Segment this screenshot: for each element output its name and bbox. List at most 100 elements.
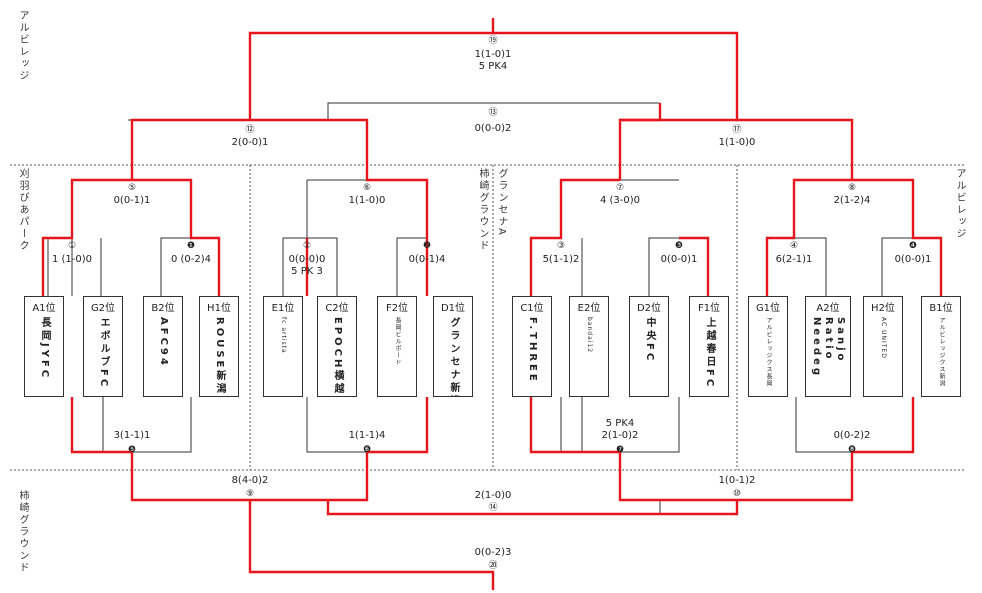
match-number: ④: [789, 241, 799, 251]
team-box: D2位中央FC: [629, 296, 669, 397]
team-box: A1位長岡JYFC: [24, 296, 64, 397]
venue-label-center-left: 柿崎グラウンド: [477, 168, 488, 252]
team-name: エボルブFC: [98, 317, 109, 390]
team-name: bandai12: [586, 317, 593, 354]
match-score: 1(0-1)2: [718, 475, 756, 486]
match-number: ⑤: [127, 183, 137, 193]
team-box: F1位上越春日FC: [689, 296, 729, 397]
match-score: 5(1-1)2: [542, 254, 580, 265]
team-seed: B2位: [151, 303, 175, 314]
team-name: F.THREE: [527, 317, 538, 384]
team-seed: C2位: [325, 303, 349, 314]
match-score: 0(0-2)2: [833, 430, 871, 441]
match-number: ⑩: [732, 489, 742, 499]
match-score: 0(0-1)4: [408, 254, 446, 265]
match-score: 0(0-0)0: [288, 254, 326, 265]
match-score: 8(4-0)2: [231, 475, 269, 486]
match-number: ①: [67, 241, 77, 251]
team-seed: G2位: [90, 303, 116, 314]
match-score: 6(2-1)1: [775, 254, 813, 265]
match-score: 2(1-0)0: [474, 490, 512, 501]
match-number: ⑳: [488, 561, 498, 571]
match-number: ⑦: [615, 183, 625, 193]
team-box: B1位アルビレッジクス新潟: [921, 296, 961, 397]
match-number: ⑧: [847, 183, 857, 193]
venue-label-right-mid: アルビレッジ: [954, 168, 965, 240]
upper-red-lines: [41, 18, 943, 296]
team-seed: G1位: [755, 303, 781, 314]
match-score: 2(1-2)4: [833, 195, 871, 206]
team-seed: H2位: [871, 303, 895, 314]
team-name: AC UNITED: [880, 317, 887, 359]
team-seed: E2位: [577, 303, 601, 314]
match-score: 2(0-0)1: [231, 137, 269, 148]
match-score: 0(0-1)1: [113, 195, 151, 206]
venue-label-top-left: アルビレッジ: [17, 10, 28, 82]
match-number: ⑲: [488, 36, 498, 46]
team-seed: D2位: [636, 303, 662, 314]
team-seed: C1位: [520, 303, 544, 314]
match-number: ❻: [362, 445, 372, 455]
team-name: EPOCH横越: [332, 317, 343, 397]
pk-score: 5 PK4: [478, 61, 508, 72]
match-number: ❸: [674, 241, 684, 251]
team-box: G2位エボルブFC: [83, 296, 123, 397]
team-name: グランセナ新潟: [448, 317, 459, 397]
match-number: ❼: [615, 445, 625, 455]
team-seed: F2位: [385, 303, 409, 314]
team-name: ROUSE新潟: [214, 317, 225, 397]
match-number: ⑭: [488, 503, 498, 513]
match-score: 0(0-2)3: [474, 547, 512, 558]
match-number: ❺: [127, 445, 137, 455]
match-score: 1(1-0)1: [474, 49, 512, 60]
match-number: ③: [556, 241, 566, 251]
venue-label-bottom-left: 柿崎グラウンド: [17, 490, 28, 574]
team-box: F2位長岡ビルボード: [377, 296, 417, 397]
team-seed: F1位: [697, 303, 721, 314]
match-score: 4 (3-0)0: [599, 195, 641, 206]
team-name: Sanjo Ratio Needeg: [811, 317, 846, 379]
match-score: 1(1-0)0: [348, 195, 386, 206]
match-score: 0(0-0)1: [660, 254, 698, 265]
team-name: 長岡JYFC: [39, 317, 50, 381]
team-box: D1位グランセナ新潟: [433, 296, 473, 397]
team-box: A2位 Sanjo Ratio Needeg: [805, 296, 851, 397]
team-box: G1位アルビレッジクス長岡: [748, 296, 788, 397]
team-seed: E1位: [271, 303, 295, 314]
match-number: ❹: [908, 241, 918, 251]
team-seed: D1位: [440, 303, 466, 314]
match-number: ⑨: [245, 489, 255, 499]
team-name: 長岡ビルボード: [394, 317, 401, 366]
pk-score: 5 PK4: [605, 418, 635, 429]
match-score: 1 (1-0)0: [51, 254, 93, 265]
team-name: アルビレッジクス長岡: [765, 317, 772, 387]
match-number: ❽: [847, 445, 857, 455]
match-number: ❷: [422, 241, 432, 251]
match-score: 0(0-0)2: [474, 123, 512, 134]
team-name: アルビレッジクス新潟: [938, 317, 945, 387]
team-name: 上越春日FC: [704, 317, 715, 390]
team-seed: A1位: [32, 303, 56, 314]
venue-dividers: [10, 164, 965, 471]
team-seed: H1位: [207, 303, 231, 314]
team-box: C2位 EPOCH横越: [317, 296, 357, 397]
team-box: C1位 F.THREE: [512, 296, 552, 397]
match-score: 1(1-0)0: [718, 137, 756, 148]
match-number: ⑬: [488, 108, 498, 118]
match-score: 3(1-1)1: [113, 430, 151, 441]
pk-score: 5 PK 3: [291, 266, 323, 277]
match-score: 0(0-0)1: [894, 254, 932, 265]
team-box: E2位 bandai12: [569, 296, 609, 397]
match-number: ⑫: [245, 125, 255, 135]
match-number: ⑰: [732, 125, 742, 135]
lower-red-lines: [70, 397, 915, 590]
team-box: H1位 ROUSE新潟: [199, 296, 239, 397]
team-seed: B1位: [929, 303, 953, 314]
match-score: 2(1-0)2: [601, 430, 639, 441]
venue-label-left-mid: 刈羽ぴあパーク: [17, 168, 28, 252]
match-number: ❶: [186, 241, 196, 251]
team-seed: A2位: [816, 303, 840, 314]
